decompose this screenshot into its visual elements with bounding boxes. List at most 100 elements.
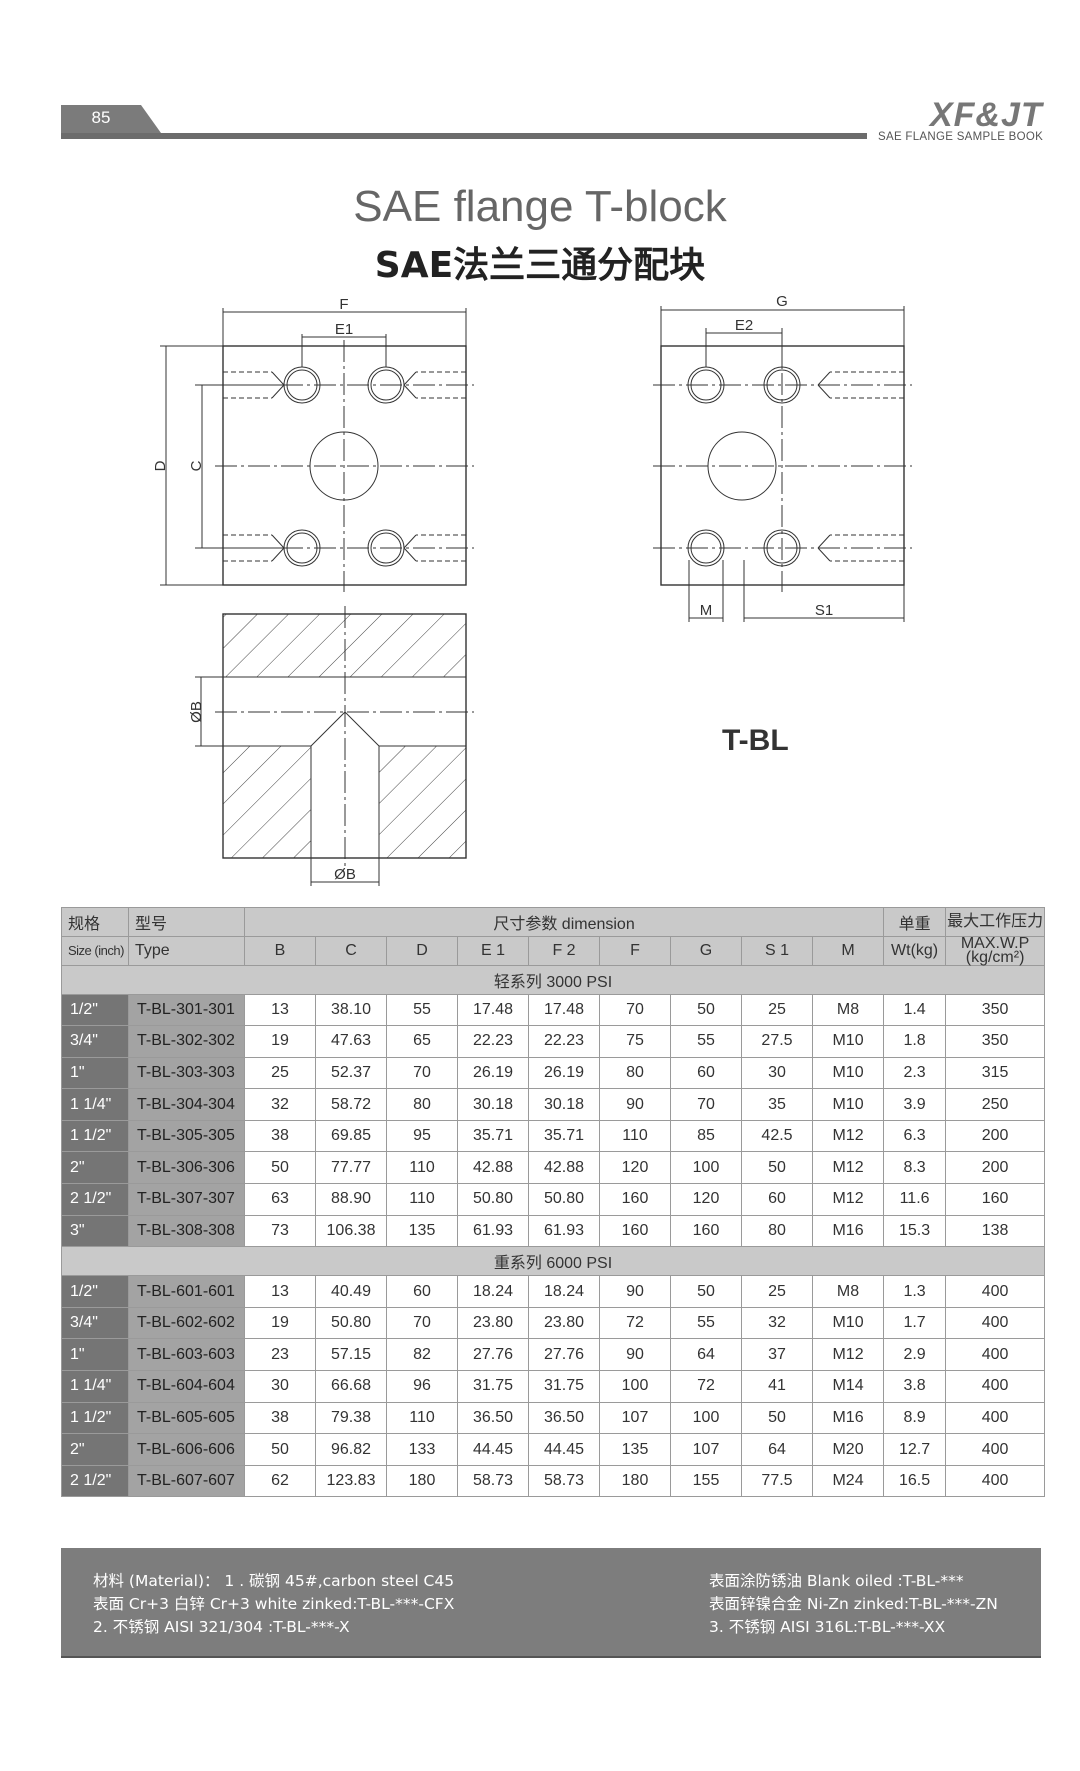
dim-label-S1: S1 [815,602,833,619]
value-cell: 55 [670,1025,742,1058]
value-cell: 60 [741,1183,813,1216]
size-cell: 1 1/2" [61,1119,129,1153]
value-cell: 400 [945,1275,1046,1308]
value-cell: 1.3 [883,1275,947,1308]
value-cell: 123.83 [315,1464,387,1498]
value-cell: 60 [670,1056,742,1090]
brand-subtitle: SAE FLANGE SAMPLE BOOK [878,131,1044,143]
footer-right-line-3: 3. 不锈钢 AISI 316L:T-BL-***-XX [709,1618,946,1636]
value-cell: 3.9 [883,1088,947,1121]
value-cell: 13 [244,1275,316,1308]
dim-label-bore-side: ØB [188,701,205,723]
value-cell: M8 [811,993,885,1027]
value-cell: 19 [244,1025,316,1058]
value-cell: 77.77 [315,1151,387,1185]
value-cell: 350 [945,993,1046,1027]
value-cell: 75 [599,1025,671,1058]
size-cell: 1 1/4" [61,1370,129,1403]
size-cell: 3/4" [61,1025,129,1058]
value-cell: 400 [945,1464,1046,1498]
value-cell: 2.9 [883,1338,947,1372]
value-cell: 58.72 [315,1088,387,1121]
header-type-cn: 型号 [128,907,245,937]
value-cell: 64 [741,1433,813,1466]
value-cell: 82 [386,1338,458,1372]
size-cell: 1/2" [61,993,129,1027]
value-cell: 400 [945,1401,1046,1435]
size-cell: 3" [61,1214,129,1248]
value-cell: M16 [811,1401,885,1435]
value-cell: 180 [386,1464,458,1498]
footer-left-line-2: 表面 Cr+3 白锌 Cr+3 white zinked:T-BL-***-CF… [93,1595,455,1613]
value-cell: 50 [670,1275,742,1308]
value-cell: 36.50 [457,1401,529,1435]
value-cell: 65 [386,1025,458,1058]
value-cell: 40.49 [315,1275,387,1308]
page-number: 85 [91,108,111,127]
value-cell: 90 [599,1338,671,1372]
value-cell: 250 [945,1088,1046,1121]
type-cell: T-BL-304-304 [128,1088,245,1121]
value-cell: 11.6 [883,1183,947,1216]
type-cell: T-BL-308-308 [128,1214,245,1248]
type-cell: T-BL-606-606 [128,1433,245,1466]
value-cell: 36.50 [528,1401,600,1435]
value-cell: 26.19 [457,1056,529,1090]
value-cell: M12 [811,1338,885,1372]
page-title-en: SAE flange T-block [353,182,727,231]
value-cell: 110 [386,1151,458,1185]
value-cell: 100 [670,1151,742,1185]
value-cell: 22.23 [528,1025,600,1058]
dim-label-D: D [152,460,169,471]
dim-label-bore-bottom: ØB [334,866,356,883]
header-rule [61,133,867,139]
value-cell: 25 [741,1275,813,1308]
dim-label-M: M [700,602,713,619]
header-row-cn: 规格 型号 尺寸参数 dimension 单重 最大工作压力 [61,907,1046,937]
dim-label-F: F [339,296,348,313]
value-cell: M10 [811,1306,885,1340]
value-cell: 88.90 [315,1183,387,1216]
value-cell: 70 [670,1088,742,1121]
value-cell: 35.71 [457,1119,529,1153]
value-cell: M16 [811,1214,885,1248]
spec-table: 规格 型号 尺寸参数 dimension 单重 最大工作压力 Size (inc… [60,907,1046,1498]
value-cell: 135 [599,1433,671,1466]
value-cell: 100 [599,1370,671,1403]
value-cell: 200 [945,1119,1046,1153]
header-col-B: B [244,935,316,966]
footer-left: 材料 (Material)： 1 . 碳钢 45#,carbon steel C… [93,1570,454,1639]
value-cell: 95 [386,1119,458,1153]
value-cell: 31.75 [528,1370,600,1403]
footer-right-line-1: 表面涂防锈油 Blank oiled :T-BL-*** [709,1572,964,1590]
value-cell: 52.37 [315,1056,387,1090]
value-cell: 58.73 [528,1464,600,1498]
brand-logo: XF&JT [930,96,1043,134]
value-cell: 23.80 [528,1306,600,1340]
value-cell: 80 [386,1088,458,1121]
value-cell: M8 [811,1275,885,1308]
value-cell: 30 [741,1056,813,1090]
value-cell: 180 [599,1464,671,1498]
type-cell: T-BL-603-603 [128,1338,245,1372]
value-cell: 1.7 [883,1306,947,1340]
header-row-en: Size (inch) Type B C D E 1 F 2 F G S 1 M… [61,935,1046,966]
value-cell: 3.8 [883,1370,947,1403]
header-weight-cn: 单重 [883,907,947,937]
value-cell: M12 [811,1151,885,1185]
footer-left-line-3: 2. 不锈钢 AISI 321/304 :T-BL-***-X [93,1618,350,1636]
value-cell: 60 [386,1275,458,1308]
footer-rule [61,1656,1041,1658]
value-cell: 110 [386,1401,458,1435]
side-view [653,306,912,622]
value-cell: M12 [811,1183,885,1216]
